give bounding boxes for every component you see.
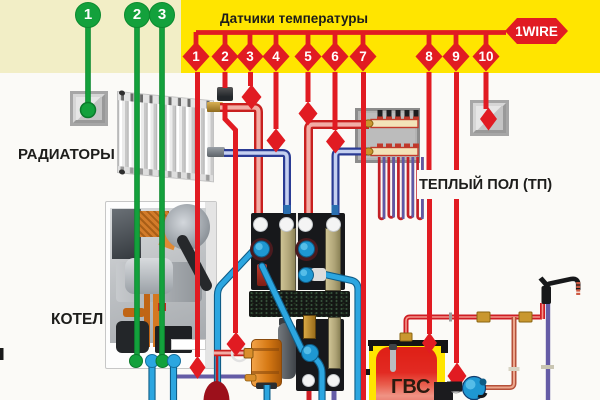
svg-text:5: 5 (304, 49, 312, 64)
svg-text:8: 8 (425, 49, 433, 64)
svg-text:10: 10 (478, 49, 493, 64)
svg-text:1WIRE: 1WIRE (515, 24, 558, 39)
svg-text:1: 1 (192, 49, 200, 64)
svg-text:9: 9 (452, 49, 460, 64)
svg-text:4: 4 (272, 49, 280, 64)
svg-text:3: 3 (246, 49, 254, 64)
svg-text:7: 7 (359, 49, 367, 64)
svg-text:6: 6 (331, 49, 339, 64)
svg-text:2: 2 (221, 49, 229, 64)
